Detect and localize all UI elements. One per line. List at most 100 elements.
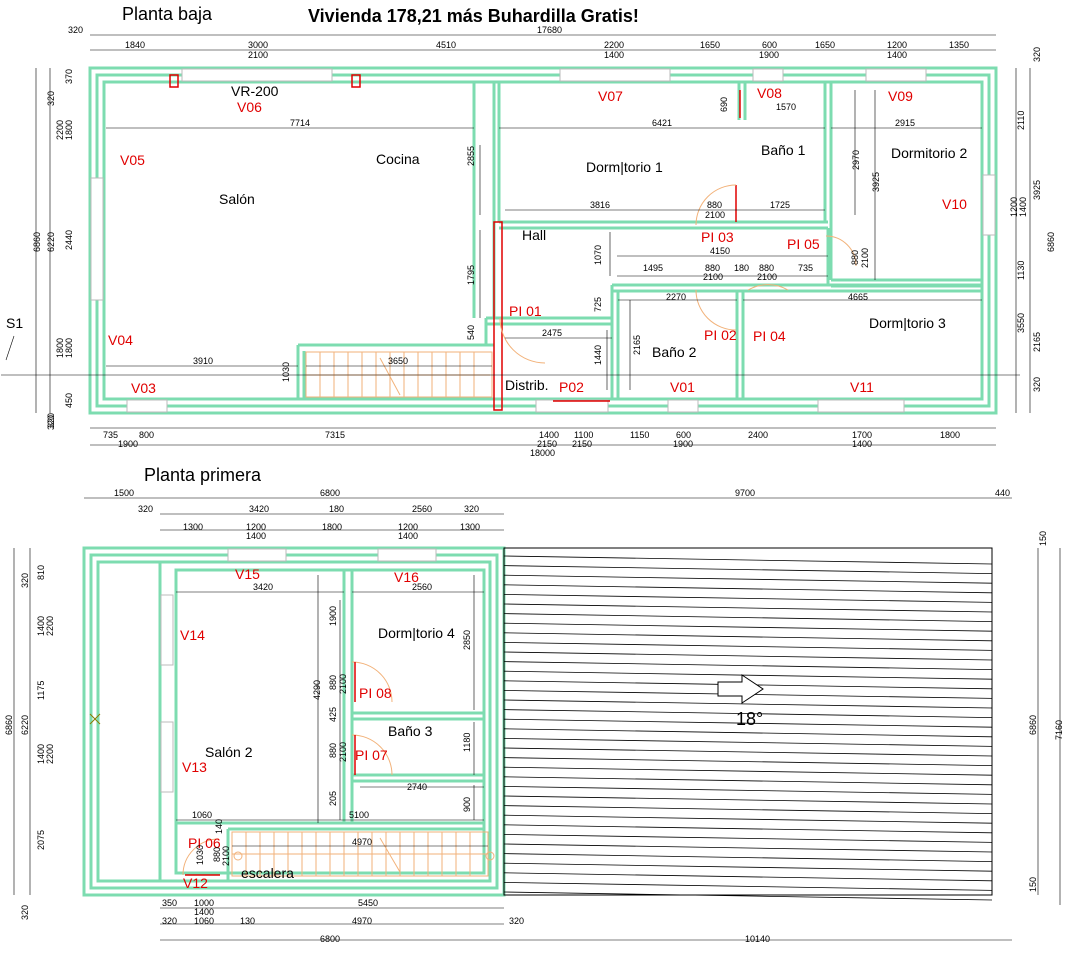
dim: 1900: [328, 606, 338, 626]
dim: 6421: [652, 118, 672, 128]
dim: 1650: [815, 40, 835, 50]
roof-line: [503, 594, 993, 603]
dim: 180: [734, 263, 749, 273]
roof-line: [503, 814, 993, 824]
dim: 6860: [32, 232, 42, 252]
dim: 3420: [253, 582, 273, 592]
dim: 735: [798, 263, 813, 273]
dim: 450: [64, 393, 74, 408]
label-v07: V07: [598, 88, 623, 104]
room-cocina: Cocina: [376, 151, 420, 167]
dim: 880: [759, 263, 774, 273]
dim: 6220: [46, 232, 56, 252]
first-floor-plan: 18° Salón 2 Dorm|torio: [4, 488, 1064, 944]
dim: 1100: [574, 430, 593, 440]
dim: 1150: [630, 430, 649, 440]
dim: 320: [138, 504, 153, 514]
label-pi06: PI 06: [188, 835, 221, 851]
dim: 1800: [55, 338, 65, 358]
roof-line: [503, 738, 993, 747]
dim: 2100: [338, 674, 348, 694]
dim: 2200: [45, 744, 55, 764]
dim: 1400: [36, 744, 46, 764]
label-pi08: PI 08: [359, 685, 392, 701]
dim: 1400: [887, 50, 907, 60]
label-v03: V03: [131, 380, 156, 396]
dim: 1060: [192, 810, 212, 820]
label-v06: V06: [237, 99, 262, 115]
dim: 5450: [358, 898, 378, 908]
dim: 1175: [36, 681, 46, 700]
dim: 1440: [593, 345, 603, 365]
dim: 2200: [55, 120, 65, 140]
first-dimension-lines: [13, 497, 1061, 941]
dim: 320: [1032, 47, 1042, 62]
dim: 140: [214, 819, 224, 834]
label-v08: V08: [757, 85, 782, 101]
dim: 1350: [949, 40, 969, 50]
dim: 1650: [700, 40, 720, 50]
label-v10: V10: [942, 196, 967, 212]
dim: 880: [705, 263, 720, 273]
room-salon: Salón: [219, 191, 255, 207]
roof-line: [503, 786, 993, 795]
ground-red-columns: [169, 74, 741, 411]
dim: 6860: [1046, 232, 1056, 252]
dim: 3420: [249, 504, 269, 514]
room-hall: Hall: [522, 227, 546, 243]
dim: 1900: [759, 50, 779, 60]
dim: 2400: [748, 430, 768, 440]
dim: 1725: [770, 200, 790, 210]
dim: 725: [593, 297, 603, 312]
roof-line: [503, 565, 993, 574]
dim: 2740: [407, 782, 427, 792]
roof-line: [503, 622, 993, 632]
dim: 5100: [349, 810, 369, 820]
dim: 6860: [4, 715, 14, 735]
room-dormitorio-2: Dormitorio 2: [891, 145, 967, 161]
dim: 1500: [114, 488, 134, 498]
roof-angle: 18°: [736, 709, 763, 729]
label-p02: P02: [559, 379, 584, 395]
dim: 3910: [193, 356, 213, 366]
dim: 320: [46, 91, 56, 106]
dim: 900: [462, 797, 472, 812]
roof-line: [503, 795, 993, 805]
dim: 1700: [852, 430, 872, 440]
dim: 440: [995, 488, 1010, 498]
dim: 3925: [1032, 180, 1042, 200]
room-distrib: Distrib.: [505, 377, 549, 393]
section-marker: S1: [6, 315, 23, 331]
room-dormitorio-1: Dorm|torio 1: [586, 159, 663, 175]
dim: 350: [162, 898, 177, 908]
dim: 370: [64, 69, 74, 84]
dim: 1800: [64, 120, 74, 140]
dim: 2075: [36, 830, 46, 850]
dim: 180: [329, 504, 344, 514]
roof-line: [503, 757, 993, 766]
dim: 2100: [757, 272, 777, 282]
roof-line: [503, 584, 993, 594]
roof-line: [503, 651, 993, 661]
dim: 2200: [45, 616, 55, 636]
dim: 2165: [1032, 332, 1042, 352]
dim: 205: [328, 791, 338, 806]
dim: 1800: [64, 338, 74, 358]
dim: 130: [240, 916, 255, 926]
dim: 3550: [1016, 313, 1026, 333]
dim: 2475: [542, 328, 562, 338]
dim: 1900: [673, 439, 693, 449]
roof-line: [503, 728, 993, 738]
dim: 320: [20, 905, 30, 920]
dim: 2560: [412, 504, 432, 514]
dim: 150: [1038, 531, 1048, 546]
dim: 1400: [604, 50, 624, 60]
dim: 880: [328, 743, 338, 758]
roof-line: [503, 699, 993, 709]
label-v16: V16: [394, 569, 419, 585]
first-windows: [160, 548, 437, 793]
dim: 1840: [125, 40, 145, 50]
dim: 7160: [1054, 720, 1064, 740]
dim: 4510: [436, 40, 456, 50]
dim: 7714: [290, 118, 310, 128]
